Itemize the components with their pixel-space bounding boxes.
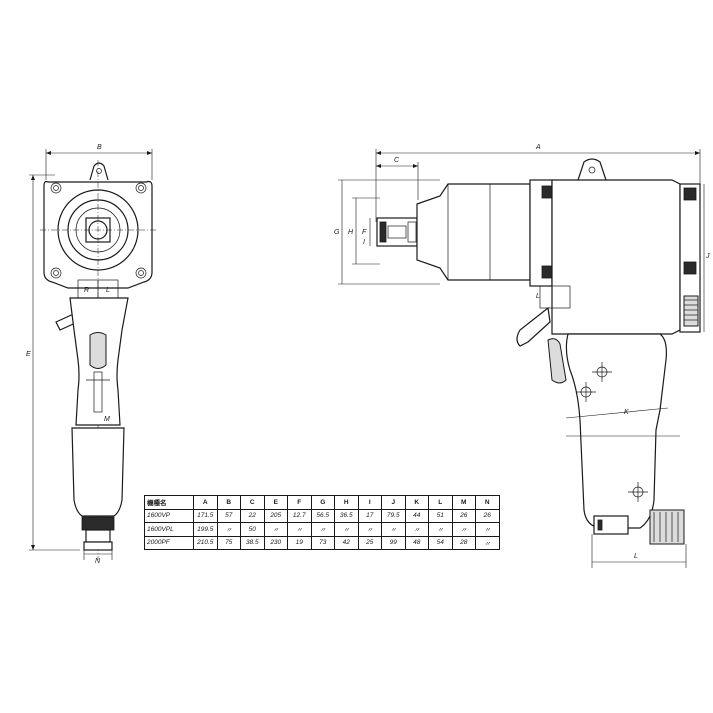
- table-header-cell: G: [310, 495, 335, 510]
- table-cell: 〃: [475, 522, 500, 537]
- table-cell: 54: [428, 535, 453, 550]
- dim-label-f: F: [362, 229, 367, 236]
- table-header-cell: I: [357, 495, 382, 510]
- dim-label-a: A: [535, 144, 541, 151]
- table-cell: 〃: [334, 522, 359, 537]
- table-cell: 28: [451, 535, 476, 550]
- table-cell: 51: [428, 508, 453, 523]
- table-cell: 〃: [287, 522, 312, 537]
- table-cell: 〃: [404, 522, 429, 537]
- table-cell: 12.7: [287, 508, 312, 523]
- table-cell: 19: [287, 535, 312, 550]
- dim-label-l-collar: L: [536, 293, 540, 300]
- table-header-cell: E: [263, 495, 288, 510]
- table-header-cell: N: [475, 495, 500, 510]
- dim-label-j: J: [705, 253, 710, 260]
- table-cell: 171.5: [193, 508, 218, 523]
- table-cell: 〃: [310, 522, 335, 537]
- table-cell: 〃: [451, 522, 476, 537]
- table-cell: 199.5: [193, 522, 218, 537]
- table-header-cell: F: [287, 495, 312, 510]
- table-header-cell: J: [381, 495, 406, 510]
- dim-label-g: G: [334, 229, 340, 236]
- dim-label-l: L: [634, 553, 638, 560]
- table-cell: 〃: [475, 535, 500, 550]
- table-cell: 57: [216, 508, 241, 523]
- side-view: A C G H F: [334, 144, 710, 568]
- table-cell: 50: [240, 522, 265, 537]
- table-header-cell: H: [334, 495, 359, 510]
- table-cell: 75: [216, 535, 241, 550]
- table-cell: 79.5: [381, 508, 406, 523]
- table-cell: 73: [310, 535, 335, 550]
- table-cell: 〃: [428, 522, 453, 537]
- table-cell: 17: [357, 508, 382, 523]
- switch-label-r: R: [84, 287, 89, 294]
- table-row: 2000PF 210.5 75 38.5 230 19 73 42 25 99 …: [144, 535, 500, 550]
- dim-label-h: H: [348, 229, 354, 236]
- spec-table: 機種名 A B C E F G H I J K L M N 1600VP 171…: [144, 495, 500, 550]
- dim-label-k: K: [624, 409, 629, 416]
- dim-label-b: B: [97, 144, 102, 151]
- table-cell: 38.5: [240, 535, 265, 550]
- table-cell: 99: [381, 535, 406, 550]
- table-cell: 42: [334, 535, 359, 550]
- table-row: 1600VPL 199.5 〃 50 〃 〃 〃 〃 〃 〃 〃 〃 〃 〃: [144, 522, 500, 537]
- table-cell: 〃: [263, 522, 288, 537]
- table-header-cell: A: [193, 495, 218, 510]
- table-cell: 56.5: [310, 508, 335, 523]
- table-header-cell: B: [216, 495, 241, 510]
- table-cell: 26: [475, 508, 500, 523]
- table-cell-model: 1600VP: [144, 508, 194, 523]
- table-header-cell: L: [428, 495, 453, 510]
- switch-label-l: L: [106, 287, 110, 294]
- table-cell: 44: [404, 508, 429, 523]
- table-cell: 〃: [357, 522, 382, 537]
- table-cell: 〃: [216, 522, 241, 537]
- table-header-cell: K: [404, 495, 429, 510]
- table-header-model: 機種名: [144, 495, 194, 510]
- table-cell: 205: [263, 508, 288, 523]
- table-cell: 〃: [381, 522, 406, 537]
- dim-label-e: E: [26, 351, 31, 358]
- table-cell-model: 2000PF: [144, 535, 194, 550]
- dim-label-i: I: [363, 239, 365, 246]
- table-cell: 22: [240, 508, 265, 523]
- table-cell: 26: [451, 508, 476, 523]
- table-header-row: 機種名 A B C E F G H I J K L M N: [144, 495, 500, 510]
- dim-label-c: C: [394, 157, 400, 164]
- front-view: B E R L: [26, 144, 158, 565]
- table-cell: 210.5: [193, 535, 218, 550]
- dim-label-m: M: [104, 416, 110, 423]
- table-cell-model: 1600VPL: [144, 522, 194, 537]
- table-header-cell: C: [240, 495, 265, 510]
- table-cell: 230: [263, 535, 288, 550]
- table-row: 1600VP 171.5 57 22 205 12.7 56.5 36.5 17…: [144, 508, 500, 523]
- table-cell: 48: [404, 535, 429, 550]
- table-cell: 36.5: [334, 508, 359, 523]
- table-cell: 25: [357, 535, 382, 550]
- dim-label-n: N: [95, 558, 101, 565]
- table-header-cell: M: [451, 495, 476, 510]
